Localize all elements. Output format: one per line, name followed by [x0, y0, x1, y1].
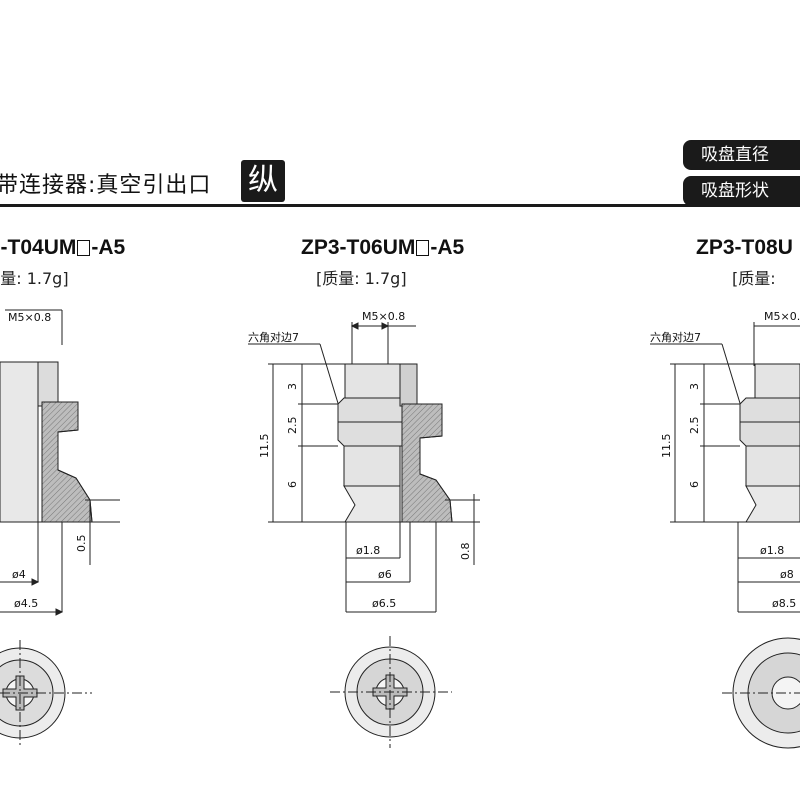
drawing-t04-bottom — [0, 640, 92, 745]
height-2-5: 2.5 — [688, 417, 701, 435]
height-2-5: 2.5 — [286, 417, 299, 435]
thread-label: M5×0.8 — [362, 310, 405, 323]
model-code: ZP3-T04UM — [0, 236, 77, 259]
dia-4-5: ø4.5 — [14, 597, 38, 610]
option-box-icon — [77, 240, 91, 256]
hex-label: 六角对边7 — [650, 330, 701, 344]
dia-8: ø8 — [780, 568, 794, 581]
model-title-t08: ZP3-T08U — [696, 236, 793, 260]
model-suffix: -A5 — [430, 236, 465, 259]
drawing-t06-side: M5×0.8 六角对边7 11.5 3 2.5 6 0.8 — [248, 310, 480, 613]
height-6: 6 — [286, 481, 299, 488]
thread-label: M5×0.8 — [8, 311, 51, 324]
model-code: ZP3-T08U — [696, 236, 793, 259]
option-box-icon — [416, 240, 430, 256]
height-total: 11.5 — [660, 434, 673, 459]
drawing-t08-side: M5×0.8 六角对边7 11.5 3 2.5 6 ø1.8 ø8 ø8.5 — [650, 310, 800, 613]
hex-label: 六角对边7 — [248, 330, 299, 344]
lip-dim: 0.8 — [459, 543, 472, 561]
model-code: ZP3-T06UM — [301, 236, 416, 259]
section-title: 带连接器:真空引出口 — [0, 173, 212, 198]
orientation-badge: 纵 — [241, 160, 285, 202]
thread-label: M5×0.8 — [764, 310, 800, 323]
height-6: 6 — [688, 481, 701, 488]
height-total: 11.5 — [258, 434, 271, 459]
height-3: 3 — [286, 383, 299, 390]
dia-1-8: ø1.8 — [760, 544, 784, 557]
drawing-t08-bottom — [722, 637, 800, 749]
dia-4: ø4 — [12, 568, 26, 581]
dia-6: ø6 — [378, 568, 392, 581]
model-title-t06: ZP3-T06UM -A5 — [301, 236, 464, 260]
header-rule — [0, 204, 800, 207]
tag-pad-diameter: 吸盘直径 — [683, 140, 800, 170]
model-suffix: -A5 — [91, 236, 126, 259]
tag-pad-shape: 吸盘形状 — [683, 176, 800, 206]
mass-t04: [质量: 1.7g] — [0, 269, 69, 288]
height-3: 3 — [688, 383, 701, 390]
drawing-t04-side: M5×0.8 0.5 ø4 ø4.5 — [0, 309, 120, 616]
drawing-t06-bottom — [330, 636, 452, 748]
mass-t06: [质量: 1.7g] — [316, 269, 407, 288]
model-title-t04: ZP3-T04UM -A5 — [0, 236, 125, 260]
dia-6-5: ø6.5 — [372, 597, 396, 610]
mass-t08: [质量: — [732, 269, 776, 288]
lip-dim: 0.5 — [75, 535, 88, 553]
dia-8-5: ø8.5 — [772, 597, 796, 610]
dia-1-8: ø1.8 — [356, 544, 380, 557]
